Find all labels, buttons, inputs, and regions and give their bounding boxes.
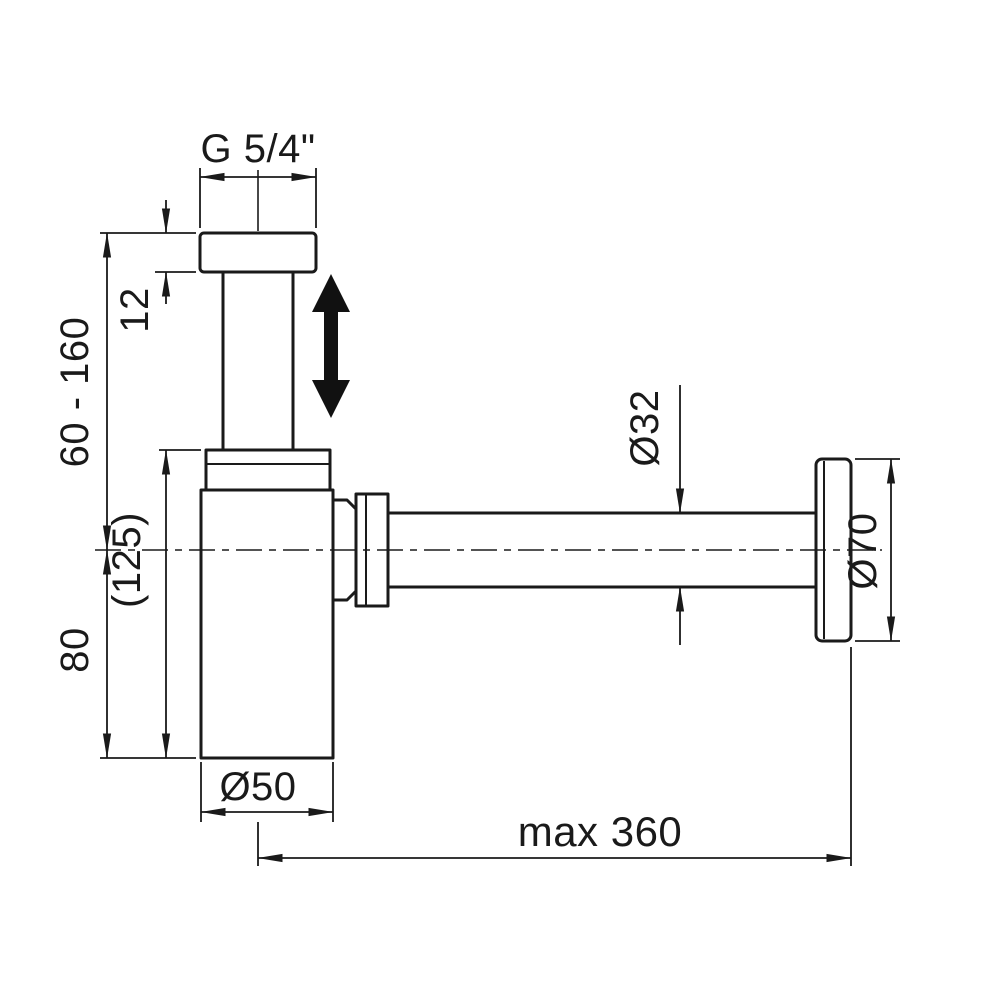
body-top-nut	[204, 448, 332, 492]
dimension-max-outlet-length	[257, 647, 852, 866]
dimension-nut-height	[155, 200, 196, 304]
dimension-body-length-ref	[159, 449, 201, 759]
vertical-adjust-double-arrow-icon	[312, 274, 350, 418]
label-body-diameter: Ø50	[219, 765, 296, 809]
inlet-flange	[198, 231, 318, 274]
label-rosette-diameter: Ø70	[841, 512, 885, 589]
dimension-inlet-adjust-range	[100, 232, 196, 551]
label-body-length-ref: (125)	[105, 512, 149, 608]
trap-body	[199, 488, 335, 760]
siphon-outline	[198, 231, 853, 760]
label-inlet-adjust-range: 60 - 160	[53, 317, 97, 468]
dimension-body-diameter	[200, 762, 334, 822]
label-outlet-pipe-diameter: Ø32	[623, 389, 667, 466]
label-thread-size: G 5/4"	[200, 127, 315, 171]
dimension-rosette-diameter	[855, 458, 900, 642]
label-depth-below-center: 80	[53, 627, 97, 673]
label-nut-height: 12	[113, 287, 157, 333]
label-max-outlet-length: max 360	[518, 808, 683, 855]
dimension-thread-size	[199, 168, 317, 228]
dimension-depth-below-center	[100, 549, 196, 759]
